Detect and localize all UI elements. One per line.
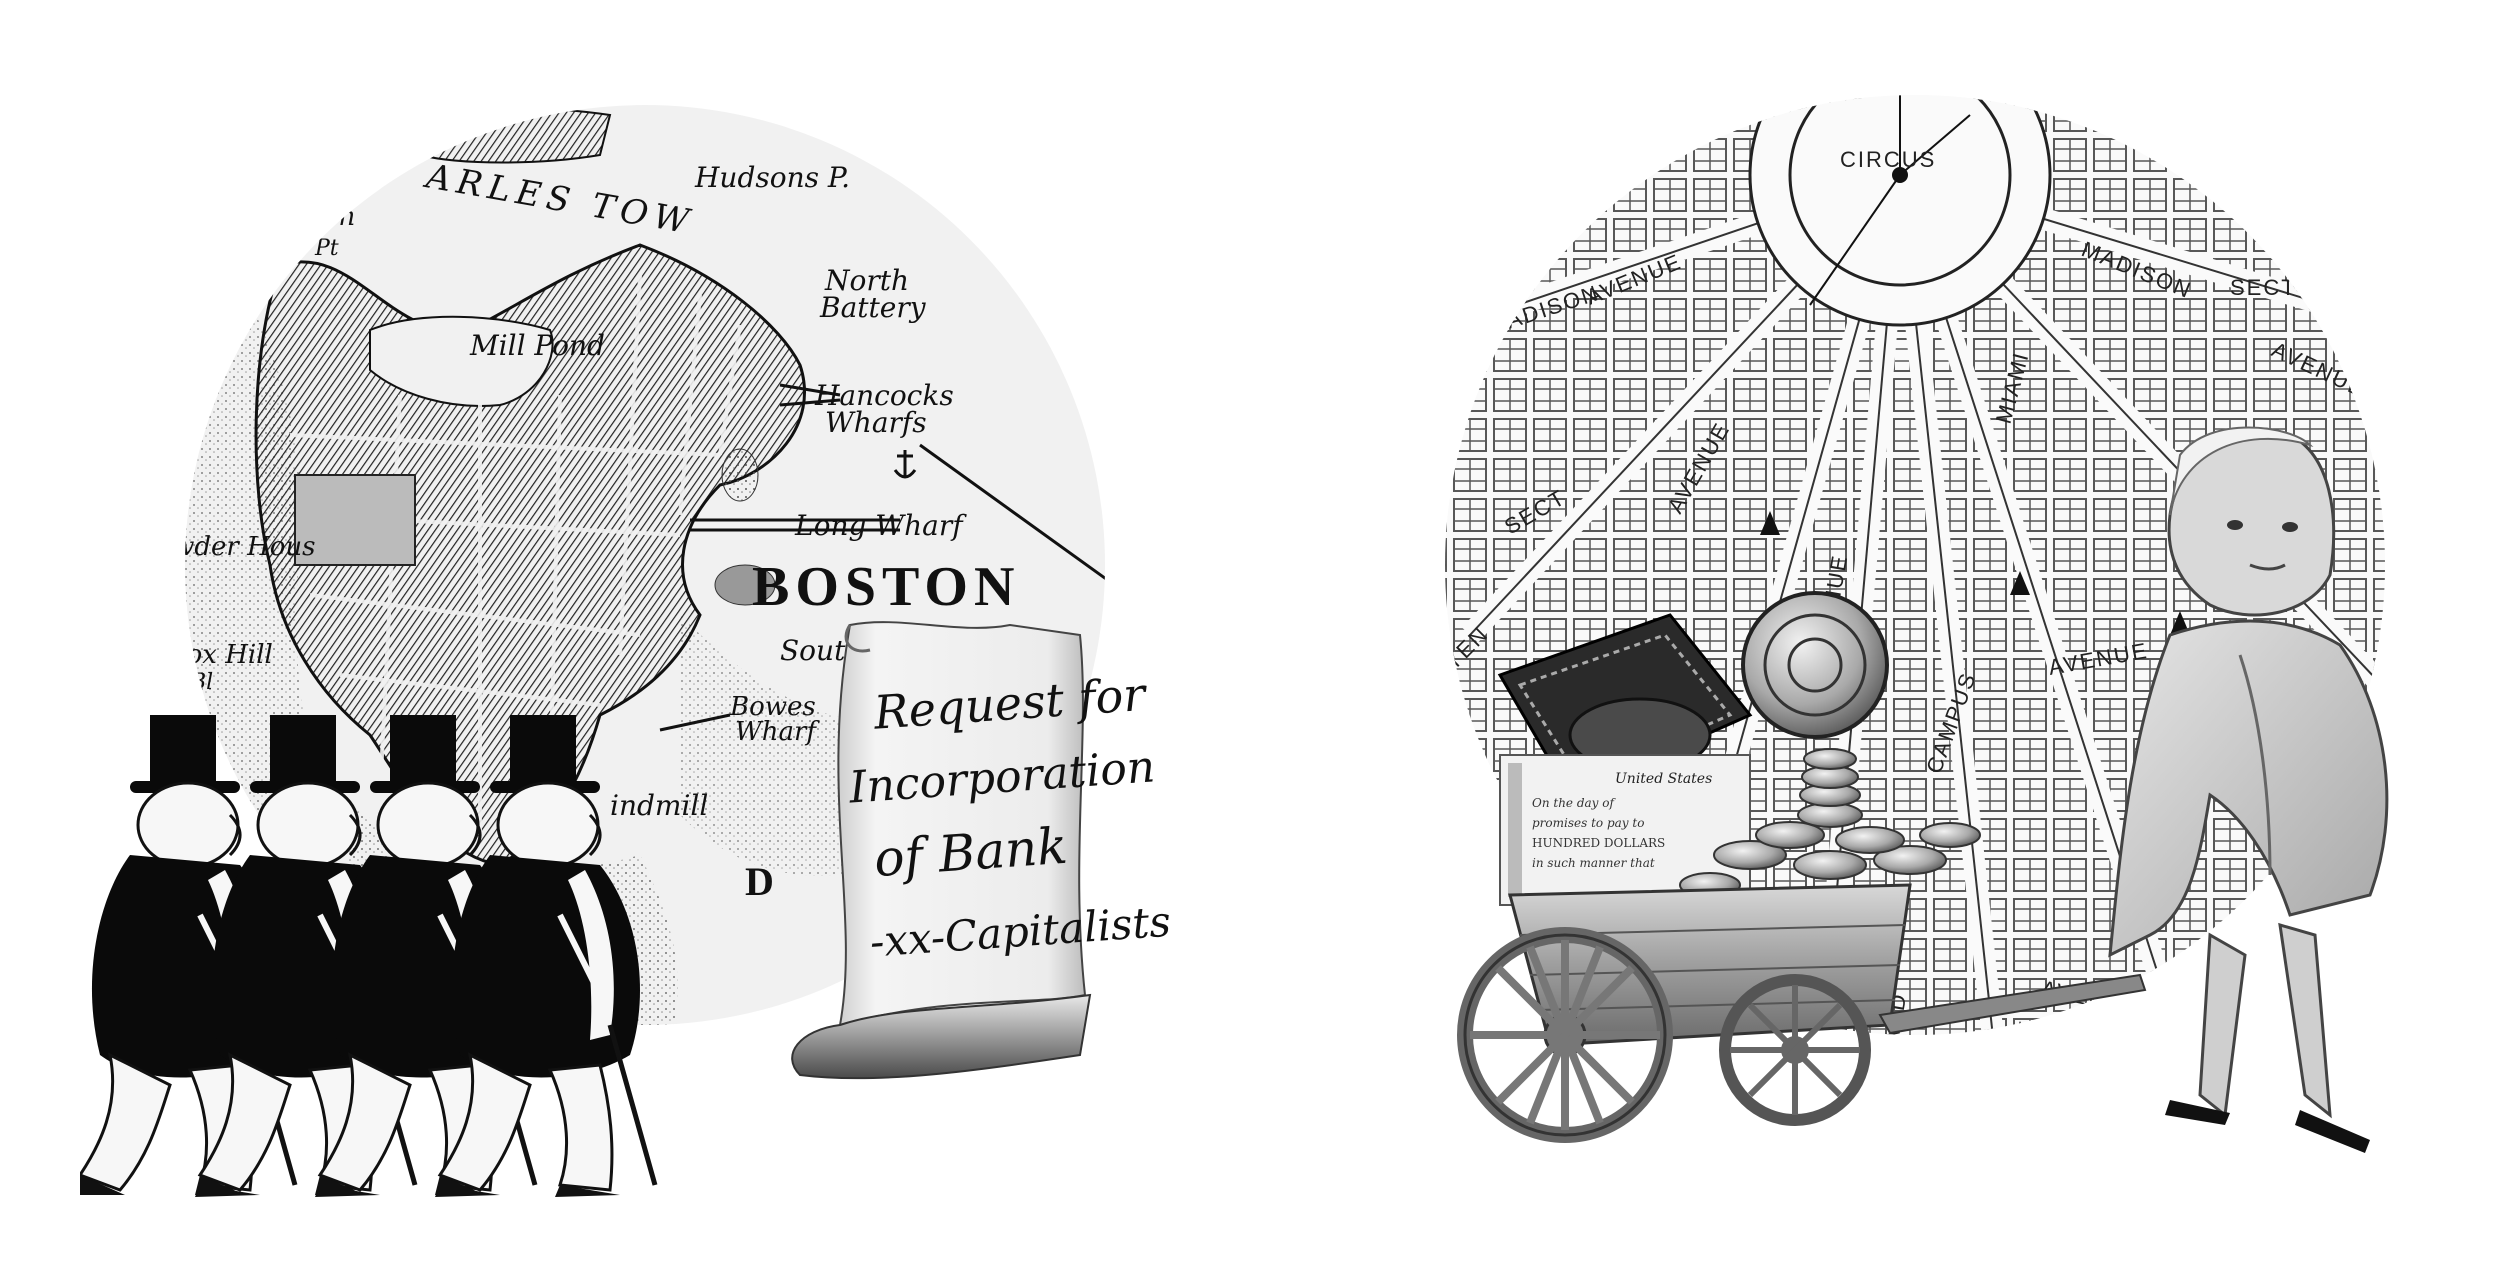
label-charlton-pt: Pt — [314, 236, 339, 261]
label-boston: BOSTON — [752, 556, 1020, 618]
label-north-battery-2: Battery — [819, 291, 927, 324]
scroll-line-3: of Bank — [872, 817, 1069, 888]
gentleman-figure — [2108, 426, 2389, 1153]
top-hat-icon — [150, 715, 216, 785]
capital-city-collage: CIRCUS MADISON MADISON AVENUE AVENUE AVE… — [1410, 95, 2460, 1215]
money-cart: United States On the day of promises to … — [1457, 748, 2147, 1143]
label-mill-pond: Mill Pond — [469, 329, 605, 362]
label-hancocks-wharfs-2: Wharfs — [825, 406, 927, 439]
cart-wheel-rear — [1719, 974, 1871, 1126]
coin-pile — [1679, 748, 1981, 898]
petition-scroll: Request for Incorporation of Bank -xx-Ca… — [791, 621, 1170, 1080]
label-sect-3: SECT — [2020, 1065, 2087, 1090]
label-circus: CIRCUS — [1840, 147, 1936, 172]
label-d: D — [745, 859, 780, 904]
bond-header: United States — [1615, 771, 1712, 787]
bond-line-3: HUNDRED DOLLARS — [1532, 836, 1665, 850]
anchor-icon — [893, 450, 917, 479]
bond-line-1: On the day of — [1532, 796, 1617, 810]
capitalists-group — [80, 715, 655, 1197]
boston-collage-svg: ARLES TOW Hudsons P. rton Pt North Batte… — [80, 105, 1170, 1215]
bond-line-4: in such manner that — [1532, 856, 1655, 870]
label-bowes-wharf-1: Bowes — [729, 692, 816, 722]
label-fox-hill-1: Fox Hill — [169, 640, 273, 670]
label-fox-hill-2: Bl — [189, 670, 213, 695]
label-windmill: indmill — [610, 789, 708, 822]
label-charlton-point: rton — [300, 202, 355, 232]
label-bowes-wharf-2: Wharf — [735, 717, 820, 747]
label-north-battery-1: North — [824, 264, 909, 297]
label-powder-house: Powder Hous — [139, 532, 316, 562]
capital-city-collage-svg: CIRCUS MADISON MADISON AVENUE AVENUE AVE… — [1445, 95, 2389, 1153]
bond-line-2: promises to pay to — [1532, 816, 1644, 830]
cart-wheel — [1457, 927, 1673, 1143]
label-hudsons-point: Hudsons P. — [694, 161, 850, 194]
label-long-wharf: Long Wharf — [794, 509, 967, 542]
label-hancocks-wharfs-1: Hancocks — [814, 379, 954, 412]
label-sect-1: SECT — [2230, 275, 2297, 300]
boston-collage: ARLES TOW Hudsons P. rton Pt North Batte… — [80, 95, 1170, 1215]
